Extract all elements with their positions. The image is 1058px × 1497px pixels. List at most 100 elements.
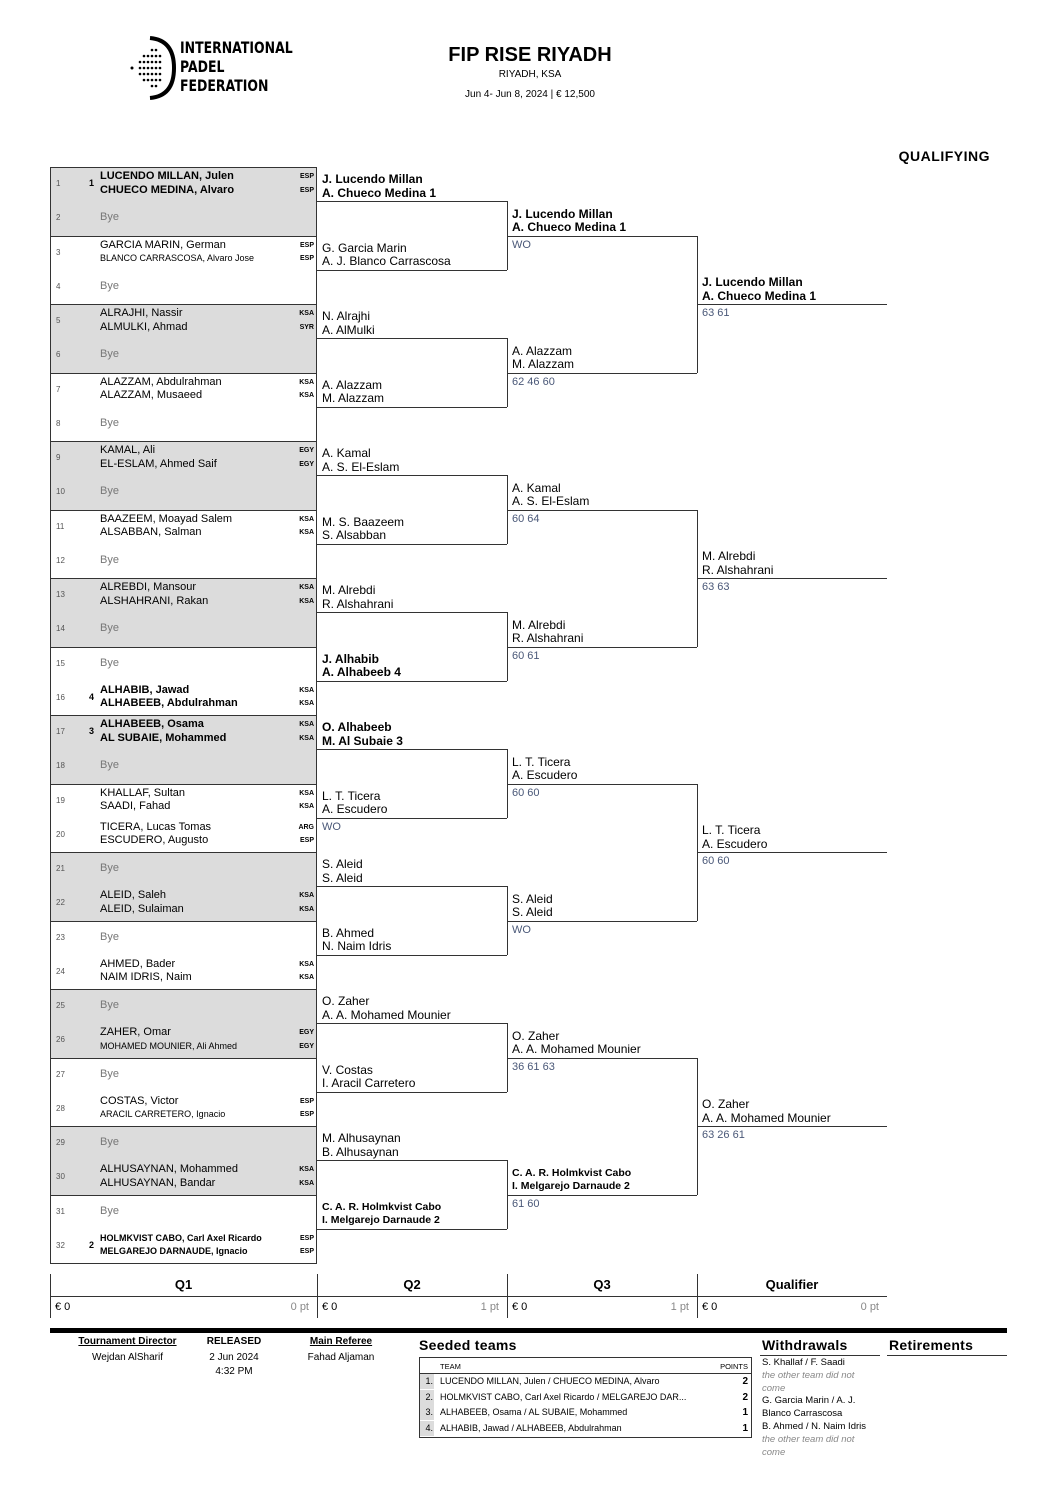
player-name: NAIM IDRIS, Naim <box>100 971 192 984</box>
seed-team: LUCENDO MILLAN, Julen / CHUECO MEDINA, A… <box>440 1376 660 1386</box>
q2-line <box>317 886 507 888</box>
q2-winner: O. Alhabeeb <box>322 720 392 735</box>
player-name: ALEID, Sulaiman <box>100 902 184 915</box>
draw-pair-box <box>50 852 317 922</box>
q3-line <box>507 509 697 511</box>
q2-line <box>317 338 507 340</box>
seeded-teams-title: Seeded teams <box>419 1337 517 1353</box>
referee-name: Fahad Aljaman <box>307 1352 375 1363</box>
player-name: ESCUDERO, Augusto <box>100 834 209 847</box>
released-time: 4:32 PM <box>215 1366 253 1377</box>
q2-winner: A. Alhabeeb 4 <box>322 665 401 680</box>
slot-number: 9 <box>56 453 61 463</box>
q2-winner: N. Naim Idris <box>322 939 392 954</box>
round-prize: € 0 <box>702 1301 718 1313</box>
withdrawal-note: come <box>762 1382 786 1394</box>
q2-line <box>317 543 507 545</box>
draw-pair-box <box>50 989 317 1059</box>
q2-winner: N. Alrajhi <box>322 309 371 324</box>
bye-label: Bye <box>100 862 119 875</box>
bye-label: Bye <box>100 553 119 566</box>
player-name: ALHUSAYNAN, Bandar <box>100 1176 216 1189</box>
q3-winner: S. Aleid <box>512 905 553 919</box>
slot-number: 22 <box>56 898 65 908</box>
bye-label: Bye <box>100 930 119 943</box>
q3-winner: A. Escudero <box>512 768 578 782</box>
player-name: ALHUSAYNAN, Mohammed <box>100 1163 238 1176</box>
withdrawal-team: B. Ahmed / N. Naim Idris <box>762 1421 867 1432</box>
player-nationality: KSA <box>299 734 314 742</box>
q3-line <box>507 646 697 648</box>
slot-number: 14 <box>56 624 65 634</box>
player-nationality: SYR <box>299 323 314 331</box>
player-name: GARCIA MARIN, German <box>100 238 226 251</box>
q2-winner: S. Aleid <box>322 870 363 885</box>
player-name: ALAZZAM, Abdulrahman <box>100 375 222 388</box>
q2-line <box>317 1023 507 1025</box>
tournament-dates-prize: Jun 4- Jun 8, 2024 | € 12,500 <box>465 89 595 100</box>
player-name: ALHABEEB, Abdulrahman <box>100 697 238 710</box>
draw-pair-box <box>50 783 317 853</box>
round-header: Q1 <box>174 1277 193 1292</box>
fip-logo: INTERNATIONAL PADEL FEDERATION <box>128 36 298 100</box>
bye-label: Bye <box>100 1136 119 1149</box>
player-name: ALSHAHRANI, Rakan <box>100 594 209 607</box>
logo-text: INTERNATIONAL PADEL FEDERATION <box>180 38 293 95</box>
q3-winner: J. Lucendo Millan <box>512 206 613 221</box>
q3-line <box>507 1057 697 1059</box>
q2-winner: G. Garcia Marin <box>322 240 407 255</box>
player-name: MOHAMED MOUNIER, Ali Ahmed <box>100 1040 238 1051</box>
player-nationality: ESP <box>299 1111 314 1119</box>
director-label: Tournament Director <box>78 1336 177 1347</box>
q2-winner: M. Alrebdi <box>322 583 376 598</box>
player-nationality: KSA <box>299 974 314 982</box>
seed-number: 1 <box>89 178 95 189</box>
q2-winner: A. Alazzam <box>322 377 383 392</box>
player-name: ARACIL CARRETERO, Ignacio <box>100 1109 226 1120</box>
round-prize: € 0 <box>55 1301 71 1313</box>
slot-number: 25 <box>56 1001 65 1011</box>
slot-number: 15 <box>56 658 65 668</box>
draw-pair-box <box>50 235 317 305</box>
logo-line: PADEL <box>180 57 225 76</box>
player-name: SAADI, Fahad <box>100 800 171 812</box>
table-row: 4.ALHABIB, Jawad / ALHABEEB, Abdulrahman… <box>420 1420 751 1436</box>
qualifier-line <box>697 578 887 579</box>
slot-number: 20 <box>56 829 65 839</box>
seed-points: 2 <box>742 1391 748 1403</box>
slot-number: 13 <box>56 590 65 600</box>
player-nationality: KSA <box>299 597 314 605</box>
player-nationality: KSA <box>299 960 314 968</box>
q3-line <box>507 1194 697 1196</box>
seed-rank: 2. <box>420 1389 434 1405</box>
slot-number: 19 <box>56 795 65 805</box>
slot-number: 26 <box>56 1035 65 1045</box>
draw-pair-box <box>50 646 317 716</box>
seed-team: ALHABIB, Jawad / ALHABEEB, Abdulrahman <box>440 1422 622 1433</box>
slot-number: 21 <box>56 864 65 874</box>
slot-number: 7 <box>56 384 61 394</box>
draw-pair-box <box>50 1057 317 1127</box>
q2-winner: S. Aleid <box>322 857 363 872</box>
slot-number: 24 <box>56 966 65 976</box>
player-nationality: KSA <box>299 803 314 810</box>
qualifier-winner: M. Alrebdi <box>702 549 756 563</box>
q2-winner: I. Melgarejo Darnaude 2 <box>322 1214 440 1227</box>
player-nationality: ARG <box>298 823 314 831</box>
q2-line <box>317 1160 507 1162</box>
bye-label: Bye <box>100 279 119 292</box>
seed-points: 2 <box>742 1376 748 1387</box>
q3-winner: M. Alazzam <box>512 357 575 371</box>
bye-label: Bye <box>100 485 119 498</box>
